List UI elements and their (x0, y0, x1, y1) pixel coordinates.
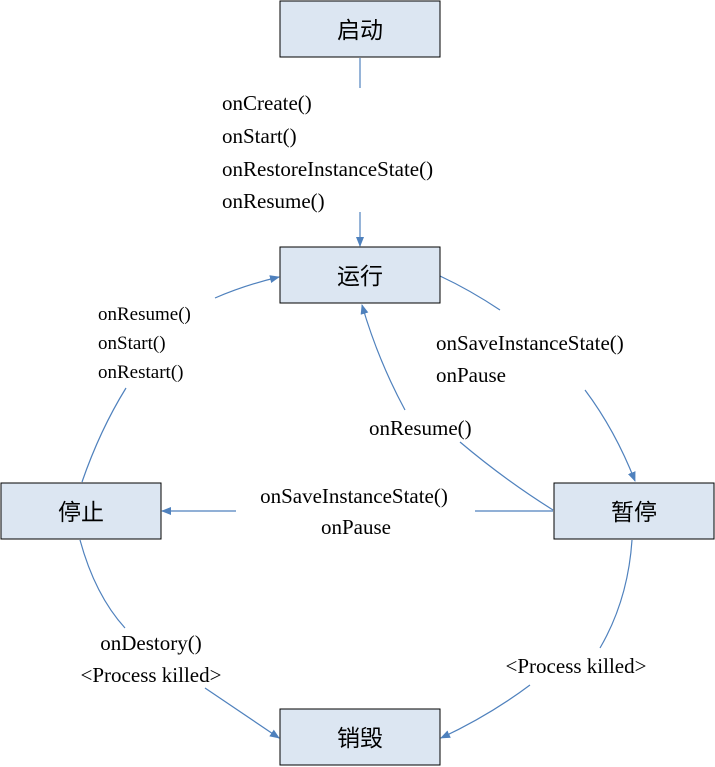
edge-stopped-to-running-arrow (214, 275, 280, 299)
label-running-to-paused: onSaveInstanceState() onPause (436, 331, 624, 387)
label-stopped-to-running-line: onResume() (98, 304, 191, 325)
label-stopped-to-destroyed: onDestory() <Process killed> (81, 631, 222, 687)
label-stopped-to-destroyed-line: <Process killed> (81, 663, 222, 687)
label-start-to-running-line: onCreate() (222, 91, 312, 115)
label-running-to-paused-line: onPause (436, 363, 506, 387)
label-paused-to-stopped-line: onSaveInstanceState() (260, 484, 448, 508)
label-stopped-to-destroyed-line: onDestory() (100, 631, 201, 655)
state-stopped: 停止 (0, 482, 162, 540)
state-paused: 暂停 (553, 482, 715, 540)
label-stopped-to-running-line: onRestart() (98, 362, 183, 383)
label-stopped-to-running: onResume() onStart() onRestart() (98, 304, 191, 383)
state-destroyed-label: 销毁 (337, 726, 383, 752)
label-start-to-running: onCreate() onStart() onRestoreInstanceSt… (222, 91, 433, 213)
edge-paused-to-destroyed (599, 539, 633, 649)
label-paused-to-running-line: onResume() (369, 416, 472, 440)
edge-paused-to-running (459, 441, 554, 511)
label-start-to-running-line: onStart() (222, 124, 297, 148)
label-running-to-paused-line: onSaveInstanceState() (436, 331, 624, 355)
label-paused-to-running: onResume() (369, 416, 472, 440)
state-destroyed: 销毁 (279, 708, 441, 766)
state-start-label: 启动 (337, 18, 383, 44)
edge-paused-to-destroyed-arrow (440, 684, 531, 739)
label-paused-to-destroyed: <Process killed> (506, 654, 647, 678)
edge-stopped-to-destroyed (79, 539, 126, 629)
state-stopped-label: 停止 (58, 500, 104, 526)
state-paused-label: 暂停 (611, 500, 657, 526)
label-stopped-to-running-line: onStart() (98, 333, 166, 354)
edge-paused-to-running-arrow (360, 304, 406, 411)
label-paused-to-stopped: onSaveInstanceState() onPause (260, 484, 448, 539)
label-start-to-running-line: onResume() (222, 189, 325, 213)
edge-stopped-to-running (81, 387, 127, 483)
label-paused-to-stopped-line: onPause (321, 515, 391, 539)
label-start-to-running-line: onRestoreInstanceState() (222, 157, 433, 181)
edge-stopped-to-destroyed-arrow (204, 687, 280, 739)
label-paused-to-destroyed-line: <Process killed> (506, 654, 647, 678)
edge-running-to-paused (439, 275, 501, 311)
edge-running-to-paused-arrow (584, 389, 636, 482)
state-start: 启动 (279, 0, 441, 58)
state-running: 运行 (279, 246, 441, 304)
state-running-label: 运行 (337, 264, 383, 290)
